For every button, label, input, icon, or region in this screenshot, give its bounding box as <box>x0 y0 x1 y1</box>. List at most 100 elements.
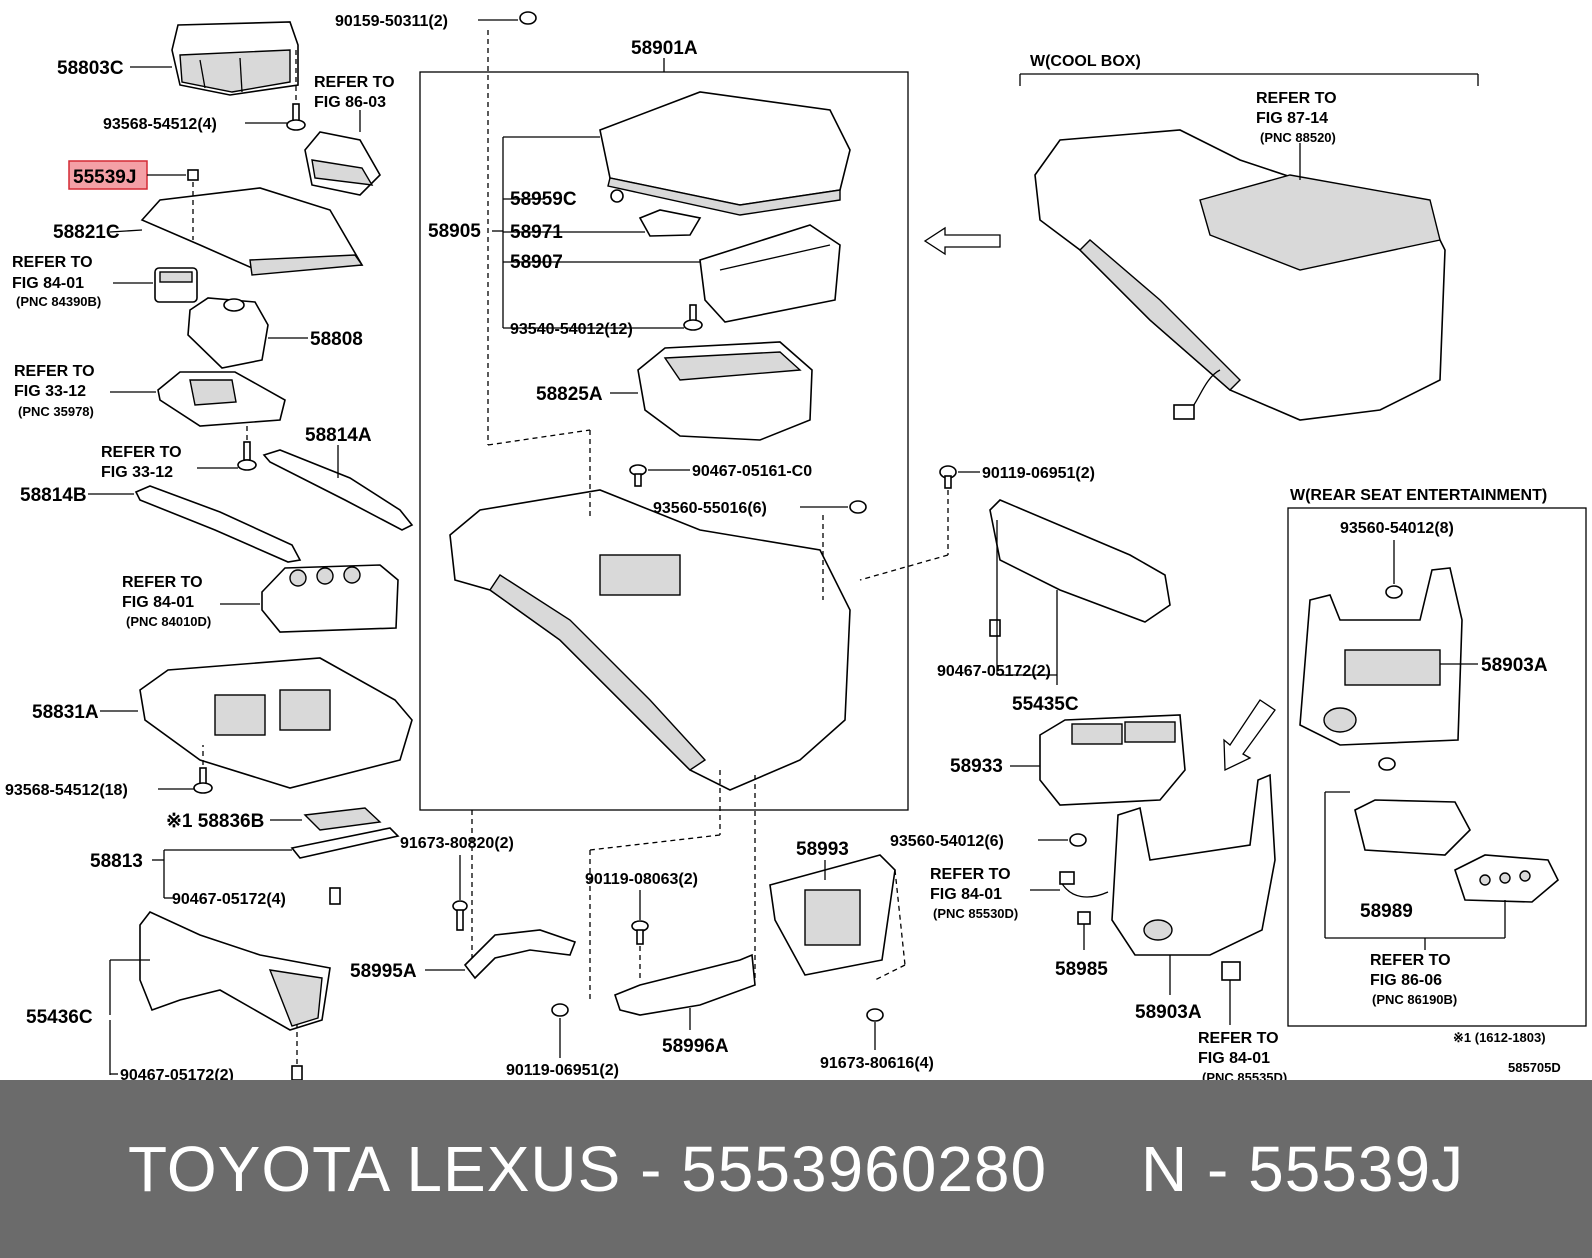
arrow-down-left <box>1223 699 1276 772</box>
label-pnc-88520: (PNC 88520) <box>1260 130 1336 145</box>
label-refer-33-12-d: FIG 33-12 <box>101 464 173 481</box>
label-55435C: 55435C <box>1012 694 1079 715</box>
clip-90119-06951-b <box>551 1003 569 1017</box>
label-pnc-84390B: (PNC 84390B) <box>16 294 101 309</box>
bolt-93568-18 <box>193 767 213 794</box>
label-refer-86-03-b: FIG 86-03 <box>314 94 386 111</box>
cap-ref-84-01 <box>1221 961 1241 981</box>
label-90467-05161-C0: 90467-05161-C0 <box>692 463 812 480</box>
harness-ref-84-01 <box>1059 871 1109 898</box>
label-refer-86-06-a: REFER TO <box>1370 952 1451 969</box>
label-90467-05172-2-b: 90467-05172(2) <box>937 663 1051 680</box>
label-58993: 58993 <box>796 839 849 860</box>
label-90159-50311: 90159-50311(2) <box>335 13 448 30</box>
label-93560-55016: 93560-55016(6) <box>653 500 767 517</box>
bolt-91673-80820 <box>452 900 468 931</box>
climate-control-ref-84-01 <box>261 564 399 633</box>
clip-90119-08063 <box>631 920 649 945</box>
label-refer-84-01-h: FIG 84-01 <box>1198 1050 1270 1067</box>
label-58985: 58985 <box>1055 959 1108 980</box>
screw-93560-8 <box>1385 585 1403 599</box>
label-58814A: 58814A <box>305 425 372 446</box>
label-58959C: 58959C <box>510 189 577 210</box>
label-refer-33-12-a: REFER TO <box>14 363 95 380</box>
label-93540-54012: 93540-54012(12) <box>510 321 633 338</box>
shift-boot-ref-86-03 <box>304 131 381 196</box>
hinge-58907 <box>699 224 841 323</box>
label-90119-06951-a: 90119-06951(2) <box>982 465 1095 482</box>
rear-vent-58933 <box>1039 714 1186 806</box>
parts-diagram: 58901A 58803C 93568-54512(4) REFER TO FI… <box>5 11 1587 1080</box>
rear-panel-58903A <box>1299 567 1463 746</box>
label-58903A-bottom: 58903A <box>1135 1002 1202 1023</box>
label-58905: 58905 <box>428 221 481 242</box>
clip-90467-4 <box>329 887 341 905</box>
label-pnc-86190B: (PNC 86190B) <box>1372 992 1457 1007</box>
rear-entertainment-frame <box>1287 507 1587 1027</box>
clip-58985 <box>1077 911 1091 925</box>
label-w-rear-seat: W(REAR SEAT ENTERTAINMENT) <box>1290 487 1547 504</box>
tray-58825A <box>637 341 813 441</box>
bracket-58814A <box>262 449 414 531</box>
label-93560-54012-6: 93560-54012(6) <box>890 833 1004 850</box>
trim-55435C <box>989 499 1171 623</box>
hinge-cover-58971 <box>638 209 702 237</box>
label-93568-54512-4: 93568-54512(4) <box>103 116 217 133</box>
label-58907: 58907 <box>510 252 563 273</box>
clip-90467-2-b <box>989 619 1001 637</box>
controller-58989 <box>1354 799 1559 903</box>
drawing-code: 585705D <box>1508 1060 1561 1075</box>
arrow-left <box>923 226 1001 256</box>
label-refer-84-01-a: REFER TO <box>12 254 93 271</box>
label-58996A: 58996A <box>662 1036 729 1057</box>
note-1612-1803: ※1 (1612-1803) <box>1453 1030 1546 1045</box>
panel-frame-58831A <box>139 657 413 789</box>
label-58989: 58989 <box>1360 901 1413 922</box>
clip-55539J <box>187 169 199 181</box>
label-93568-54512-18: 93568-54512(18) <box>5 782 128 799</box>
bracket-58993 <box>769 854 896 976</box>
boot-58808 <box>187 297 269 369</box>
label-refer-33-12-b: FIG 33-12 <box>14 383 86 400</box>
console-cool-box-assembly <box>1034 129 1446 421</box>
label-58901A: 58901A <box>631 38 698 59</box>
bolt-91673-80616 <box>866 1008 884 1022</box>
label-refer-86-06-b: FIG 86-06 <box>1370 972 1442 989</box>
bolt-ref-33-12 <box>237 441 257 471</box>
label-pnc-85530D: (PNC 85530D) <box>933 906 1018 921</box>
label-55539J: 55539J <box>73 167 136 188</box>
label-58836B: ※1 58836B <box>166 811 264 832</box>
label-58971: 58971 <box>510 222 563 243</box>
rear-cover-58903A <box>1111 773 1276 956</box>
label-91673-80616: 91673-80616(4) <box>820 1055 934 1072</box>
label-91673-80820: 91673-80820(2) <box>400 835 514 852</box>
label-90467-05172-4: 90467-05172(4) <box>172 891 286 908</box>
label-pnc-84010D: (PNC 84010D) <box>126 614 211 629</box>
mat-58836B <box>303 807 382 831</box>
label-refer-86-03-a: REFER TO <box>314 74 395 91</box>
upper-console-box-58803C <box>171 21 299 96</box>
label-90119-08063: 90119-08063(2) <box>585 871 698 888</box>
label-refer-87-14-a: REFER TO <box>1256 90 1337 107</box>
label-refer-84-01-c: REFER TO <box>122 574 203 591</box>
label-58808: 58808 <box>310 329 363 350</box>
bracket-58996A <box>614 953 756 1016</box>
switch-ref-84-01 <box>154 267 198 303</box>
label-55436C: 55436C <box>26 1007 93 1028</box>
label-58821C: 58821C <box>53 222 120 243</box>
label-refer-84-01-b: FIG 84-01 <box>12 275 84 292</box>
label-58813: 58813 <box>90 851 143 872</box>
label-93560-54012-8: 93560-54012(8) <box>1340 520 1454 537</box>
bracket-58995A <box>463 929 577 980</box>
label-90467-05172-2-a: 90467-05172(2) <box>120 1067 234 1080</box>
clip-90119-2 <box>939 465 957 489</box>
screw-58959C <box>610 189 624 203</box>
footer-part-number: TOYOTA LEXUS - 5553960280 N - 55539J <box>127 1133 1465 1205</box>
label-58933: 58933 <box>950 756 1003 777</box>
screw-rse-lower <box>1378 757 1396 771</box>
label-pnc-85535D: (PNC 85535D) <box>1202 1070 1287 1080</box>
label-pnc-35978: (PNC 35978) <box>18 404 94 419</box>
bezel-ref-33-12 <box>157 371 286 427</box>
console-body <box>449 489 851 791</box>
label-58803C: 58803C <box>57 58 124 79</box>
